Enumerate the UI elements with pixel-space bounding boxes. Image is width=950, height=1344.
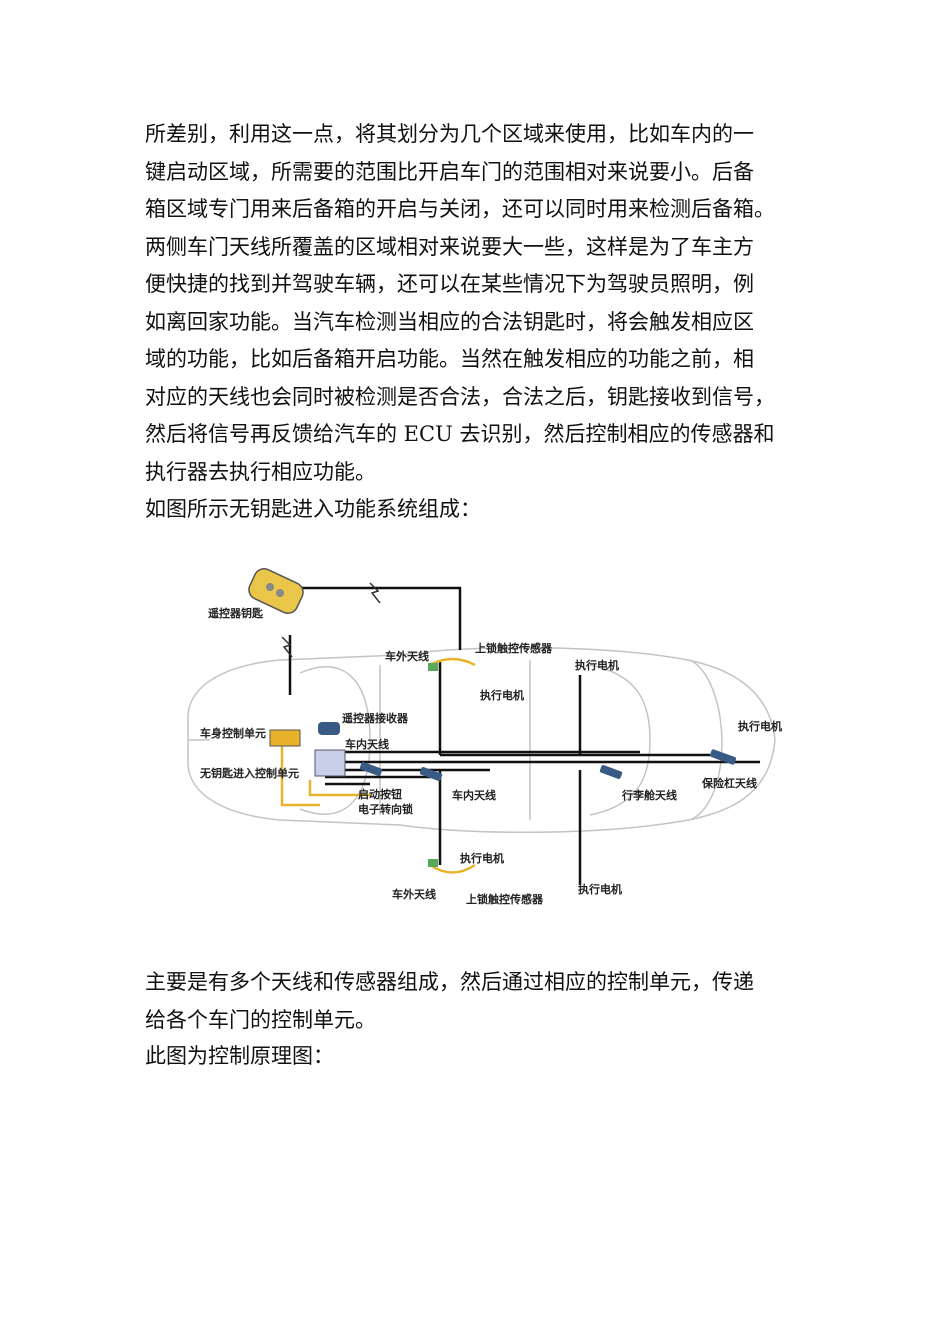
body-text-paragraph-2: 主要是有多个天线和传感器组成，然后通过相应的控制单元，传递 给各个车门的控制单元… — [145, 964, 825, 1039]
text-line: 执行器去执行相应功能。 — [145, 459, 376, 484]
label-outer-antenna-bottom: 车外天线 — [392, 887, 436, 901]
label-inner-antenna-mid: 车内天线 — [452, 788, 496, 802]
remote-key-icon — [248, 568, 304, 614]
text-line: 给各个车门的控制单元。 — [145, 1007, 376, 1032]
text-line: 此图为控制原理图： — [145, 1044, 334, 1068]
body-text-paragraph-1: 所差别，利用这一点，将其划分为几个区域来使用，比如车内的一 键启动区域，所需要的… — [145, 116, 825, 529]
sensor-icon — [428, 663, 438, 671]
text-line: 主要是有多个天线和传感器组成，然后通过相应的控制单元，传递 — [145, 970, 754, 994]
label-actuator-top-door: 执行电机 — [480, 688, 524, 702]
text-line: 对应的天线也会同时被检测是否合法，合法之后，钥匙接收到信号， — [145, 384, 775, 409]
receiver-icon — [318, 722, 340, 735]
label-start-button: 启动按钮 — [358, 787, 402, 801]
label-lock-sensor-top: 上锁触控传感器 — [475, 641, 553, 655]
antenna-icon — [709, 749, 737, 765]
label-receiver: 遥控器接收器 — [342, 711, 409, 725]
body-control-unit-icon — [269, 729, 301, 747]
text-line: 域的功能，比如后备箱开启功能。当然在触发相应的功能之前，相 — [145, 347, 754, 371]
label-actuator-bottom-rear: 执行电机 — [578, 882, 622, 896]
text-line: 两侧车门天线所覆盖的区域相对来说要大一些，这样是为了车主方 — [145, 234, 754, 259]
keyless-entry-system-diagram: 遥控器钥匙 车外天线 上锁触控传感器 执行电机 执行电机 执行电机 遥控器接收器… — [187, 568, 782, 906]
label-outer-antenna-top: 车外天线 — [385, 649, 429, 663]
sensor-icon — [428, 859, 438, 867]
car-outline — [187, 646, 776, 834]
yellow-wiring — [280, 657, 476, 874]
label-inner-antenna-front: 车内天线 — [345, 737, 389, 751]
keyless-control-unit-icon — [314, 749, 346, 777]
label-steering-lock: 电子转向锁 — [358, 802, 413, 816]
text-line: 如图所示无钥匙进入功能系统组成： — [145, 497, 481, 521]
text-line: 如离回家功能。当汽车检测当相应的合法钥匙时，将会触发相应区 — [145, 309, 754, 334]
label-remote-key: 遥控器钥匙 — [208, 606, 264, 620]
label-lock-sensor-bottom: 上锁触控传感器 — [466, 892, 544, 906]
label-actuator-top-rear: 执行电机 — [575, 658, 619, 672]
label-body-control-unit: 车身控制单元 — [200, 726, 266, 740]
antenna-icon — [359, 762, 383, 776]
label-keyless-unit: 无钥匙进入控制单元 — [199, 766, 299, 780]
antenna-icon — [599, 765, 623, 779]
label-actuator-bottom-door: 执行电机 — [460, 851, 504, 865]
antenna-icon — [419, 767, 443, 781]
body-text-paragraph-3: 此图为控制原理图： — [145, 1038, 825, 1076]
wiring — [284, 586, 760, 885]
text-line: 然后将信号再反馈给汽车的 ECU 去识别，然后控制相应的传感器和 — [145, 422, 775, 446]
label-trunk-antenna: 行李舱天线 — [621, 788, 677, 802]
signal-icon — [281, 582, 381, 658]
text-line: 箱区域专门用来后备箱的开启与关闭，还可以同时用来检测后备箱。 — [145, 197, 775, 221]
label-bumper-antenna: 保险杠天线 — [701, 776, 757, 790]
text-line: 键启动区域，所需要的范围比开启车门的范围相对来说要小。后备 — [145, 159, 754, 184]
text-line: 便快捷的找到并驾驶车辆，还可以在某些情况下为驾驶员照明，例 — [145, 272, 754, 296]
text-line: 所差别，利用这一点，将其划分为几个区域来使用，比如车内的一 — [145, 122, 754, 146]
label-actuator-trunk: 执行电机 — [738, 719, 782, 733]
